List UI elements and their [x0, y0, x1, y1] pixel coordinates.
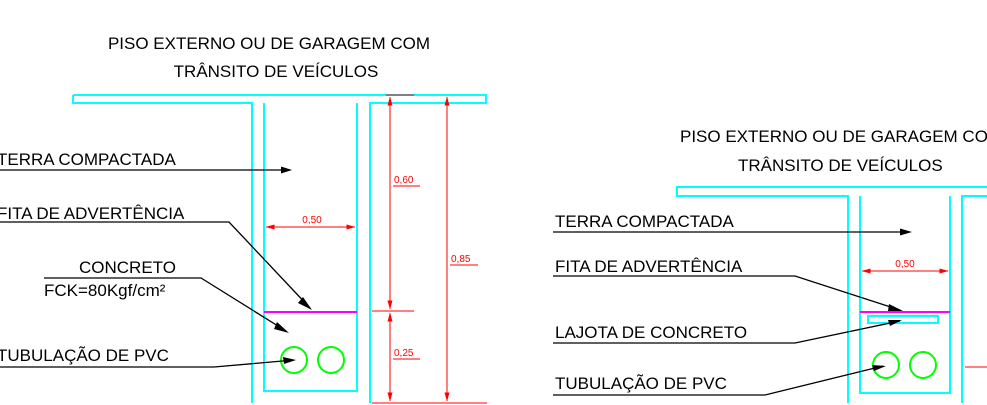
left-trench-inner-wall: [263, 103, 358, 392]
left-title-line1: PISO EXTERNO OU DE GARAGEM COM: [108, 34, 430, 53]
right-title-line2: TRÂNSITO DE VEÍCULOS: [738, 156, 943, 175]
right-pipe-2: [909, 351, 937, 379]
left-leader-tubulacao-arrow: [283, 357, 296, 364]
left-label-terra: TERRA COMPACTADA: [0, 150, 176, 169]
right-leader-lajota: [553, 320, 901, 344]
right-leader-tubulacao: [553, 365, 884, 396]
left-leader-concreto: [44, 277, 287, 332]
right-leader-lajota-arrow: [888, 320, 902, 326]
left-leader-tubulacao: [0, 359, 295, 368]
right-detail: PISO EXTERNO OU DE GARAGEM COM TRÂNSITO …: [553, 127, 987, 403]
left-dim-bottom-label: 0,25: [394, 348, 414, 359]
right-leader-fita-arrow: [888, 304, 903, 311]
right-label-terra: TERRA COMPACTADA: [555, 212, 734, 231]
left-dim-total-label: 0,85: [451, 254, 471, 265]
left-label-fita: FITA DE ADVERTÊNCIA: [0, 204, 185, 223]
right-label-lajota: LAJOTA DE CONCRETO: [555, 323, 747, 342]
left-leader-concreto-arrow: [274, 322, 289, 333]
right-label-fita: FITA DE ADVERTÊNCIA: [555, 257, 743, 276]
left-label-concreto: CONCRETO: [79, 258, 176, 277]
left-leader-fita: [0, 221, 311, 309]
right-leader-fita: [553, 275, 901, 311]
right-pipe-1: [872, 351, 900, 379]
right-leader-terra-arrow: [900, 228, 912, 236]
right-leader-tubulacao-arrow: [872, 365, 886, 371]
right-title-line1: PISO EXTERNO OU DE GARAGEM COM: [680, 127, 987, 146]
left-pipe-1: [280, 346, 308, 374]
right-label-tubulacao: TUBULAÇÃO DE PVC: [555, 374, 727, 393]
left-leader-terra-arrow: [281, 166, 292, 174]
left-leader-fita-arrow: [298, 297, 312, 310]
right-concrete-slab: [867, 315, 939, 324]
left-label-fck: FCK=80Kgf/cm²: [44, 281, 166, 300]
right-trench-inner-wall: [859, 196, 951, 394]
left-pipe-2: [317, 346, 345, 374]
left-label-tubulacao: TUBULAÇÃO DE PVC: [0, 346, 169, 365]
left-slab-outline: [72, 94, 487, 403]
left-title-line2: TRÂNSITO DE VEÍCULOS: [174, 62, 379, 81]
right-slab-outline: [676, 186, 987, 403]
left-dim-top-label: 0,60: [394, 175, 414, 186]
left-detail: PISO EXTERNO OU DE GARAGEM COM TRÂNSITO …: [0, 34, 487, 404]
right-width-dimension-label: 0,50: [895, 259, 915, 270]
left-width-dimension-label: 0,50: [302, 215, 322, 226]
